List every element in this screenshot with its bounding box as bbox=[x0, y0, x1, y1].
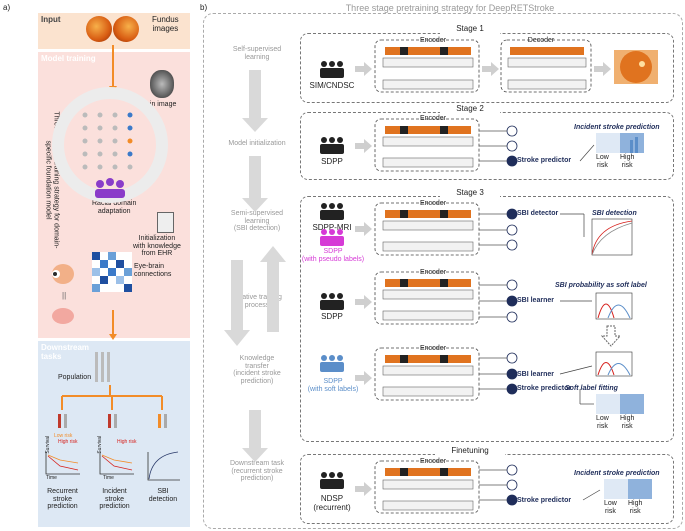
racial-people-icon bbox=[95, 178, 125, 198]
brain-image-label: Brain image bbox=[139, 101, 177, 108]
downstream-section bbox=[38, 341, 190, 527]
panel-a-label: a) bbox=[3, 3, 11, 12]
enc2-label: Encoder bbox=[419, 115, 447, 122]
people-sim bbox=[320, 61, 344, 78]
stage1-label: Stage 1 bbox=[440, 24, 500, 34]
enc3-label: Encoder bbox=[419, 200, 447, 207]
mini-time-2: Time bbox=[103, 475, 114, 481]
out-sbi-prob: SBI probability as soft label bbox=[555, 282, 647, 289]
task-sbi-label: SBI detection bbox=[148, 488, 178, 503]
high-risk-finetune: High risk bbox=[628, 500, 643, 515]
enc5-label: Encoder bbox=[419, 345, 447, 352]
enc6-label: Encoder bbox=[419, 458, 447, 465]
input-header: Input bbox=[41, 15, 61, 24]
people-sdpp2 bbox=[320, 137, 344, 154]
encoder-input-arrows bbox=[355, 62, 611, 496]
stage2-label: Stage 2 bbox=[440, 104, 500, 114]
people-ndsp bbox=[320, 472, 344, 489]
dataset-sdpp-soft: SDPP (with soft labels) bbox=[307, 378, 359, 393]
parallel-icon: || bbox=[62, 291, 66, 300]
head-sbi-learner-1: SBI learner bbox=[517, 297, 554, 304]
task-people-icons bbox=[58, 414, 167, 428]
head-stroke-stage2: Stroke predictor bbox=[517, 157, 572, 164]
dataset-ndsp: NDSP (recurrent) bbox=[313, 494, 351, 512]
mini-high-risk-1: High risk bbox=[58, 439, 78, 445]
left-downstream-text: Downstream task (recurrent stroke predic… bbox=[229, 460, 285, 483]
out-soft-fitting: Soft label fitting bbox=[565, 385, 618, 392]
output-charts bbox=[591, 133, 652, 499]
inner-bars bbox=[382, 57, 587, 511]
panel-b-title: Three stage pretraining strategy for Dee… bbox=[345, 3, 555, 13]
model-training-header: Model training bbox=[41, 54, 96, 63]
task-recurrent-label: Recurrent stroke prediction bbox=[47, 488, 78, 511]
downstream-branches bbox=[61, 385, 163, 410]
downstream-header: Downstream tasks bbox=[41, 343, 90, 361]
dataset-sdpp-mri: SDPP-MRI bbox=[312, 223, 352, 232]
finetuning-label: Finetuning bbox=[435, 446, 505, 456]
eye-brain-grid bbox=[92, 252, 132, 292]
people-sdppmri bbox=[320, 203, 344, 220]
eye-icon bbox=[52, 264, 74, 284]
head-nodes bbox=[506, 125, 518, 506]
mini-time-1: Time bbox=[46, 475, 57, 481]
enc1-label: Encoder bbox=[419, 37, 447, 44]
head-stroke-stage3: Stroke predictor bbox=[517, 385, 572, 392]
image-patch-strips bbox=[385, 47, 584, 476]
brain-image bbox=[150, 70, 174, 98]
output-arrows bbox=[559, 144, 601, 501]
enc4-label: Encoder bbox=[419, 269, 447, 276]
panel-b-frame bbox=[203, 13, 683, 529]
fundus-image-left bbox=[86, 16, 112, 42]
racial-domain-label: Racial domain adaptation bbox=[92, 200, 137, 215]
dataset-sdpp-stage3: SDPP bbox=[321, 312, 343, 321]
high-risk-stage2: High risk bbox=[620, 154, 635, 169]
population-label: Population bbox=[58, 374, 92, 381]
head-links bbox=[479, 130, 507, 501]
low-risk-stage3: Low risk bbox=[596, 415, 609, 430]
low-risk-finetune: Low risk bbox=[604, 500, 617, 515]
people-pseudo bbox=[320, 229, 344, 246]
initialization-label: Initialization with knowledge from EHR bbox=[133, 235, 181, 258]
head-stroke-finetune: Stroke predictor bbox=[517, 497, 572, 504]
dataset-sdpp-stage2: SDPP bbox=[321, 157, 343, 166]
task-incident-label: Incident stroke prediction bbox=[99, 488, 130, 511]
left-init-text: Model initialization bbox=[228, 140, 286, 147]
dataset-sim: SIM/CNDSC bbox=[309, 81, 355, 90]
eye-brain-label: Eye-brain connections bbox=[134, 263, 172, 278]
panel-b-label: b) bbox=[200, 3, 208, 12]
mini-charts bbox=[45, 451, 180, 481]
dataset-sdpp-pseudo: SDPP (with pseudo labels) bbox=[301, 248, 365, 263]
out-incident-finetune: Incident stroke prediction bbox=[574, 470, 660, 477]
low-risk-stage2: Low risk bbox=[596, 154, 609, 169]
left-semi-text: Semi-supervised learning (SBI detection) bbox=[230, 210, 284, 233]
encoder-blocks bbox=[374, 39, 592, 514]
mini-high-risk-2: High risk bbox=[117, 439, 137, 445]
out-incident-stage2: Incident stroke prediction bbox=[574, 124, 660, 131]
head-sbi-learner-2: SBI learner bbox=[517, 371, 554, 378]
fundus-label: Fundus images bbox=[152, 15, 179, 33]
head-sbi-detector: SBI detector bbox=[517, 210, 559, 217]
people-sdpp3 bbox=[320, 293, 344, 310]
neural-network-icon bbox=[82, 112, 133, 170]
left-ssl-text: Self-supervised learning bbox=[232, 46, 282, 61]
mini-low-risk-1: Low risk bbox=[54, 433, 73, 439]
dec1-label: Decoder bbox=[527, 37, 555, 44]
document-icon bbox=[157, 212, 174, 233]
reconstructed-fundus bbox=[614, 50, 658, 84]
stage3-label: Stage 3 bbox=[440, 188, 500, 198]
left-transfer-text: Knowledge transfer (incident stroke pred… bbox=[233, 355, 281, 386]
high-risk-stage3: High risk bbox=[620, 415, 635, 430]
people-icons bbox=[320, 61, 344, 489]
flow-arrowhead-2 bbox=[109, 334, 117, 340]
brain-icon bbox=[52, 308, 74, 324]
out-sbi-detection: SBI detection bbox=[592, 210, 637, 217]
left-column-arrows bbox=[224, 70, 286, 462]
fundus-image-right bbox=[113, 16, 139, 42]
population-icon bbox=[95, 352, 110, 382]
people-soft bbox=[320, 355, 344, 372]
